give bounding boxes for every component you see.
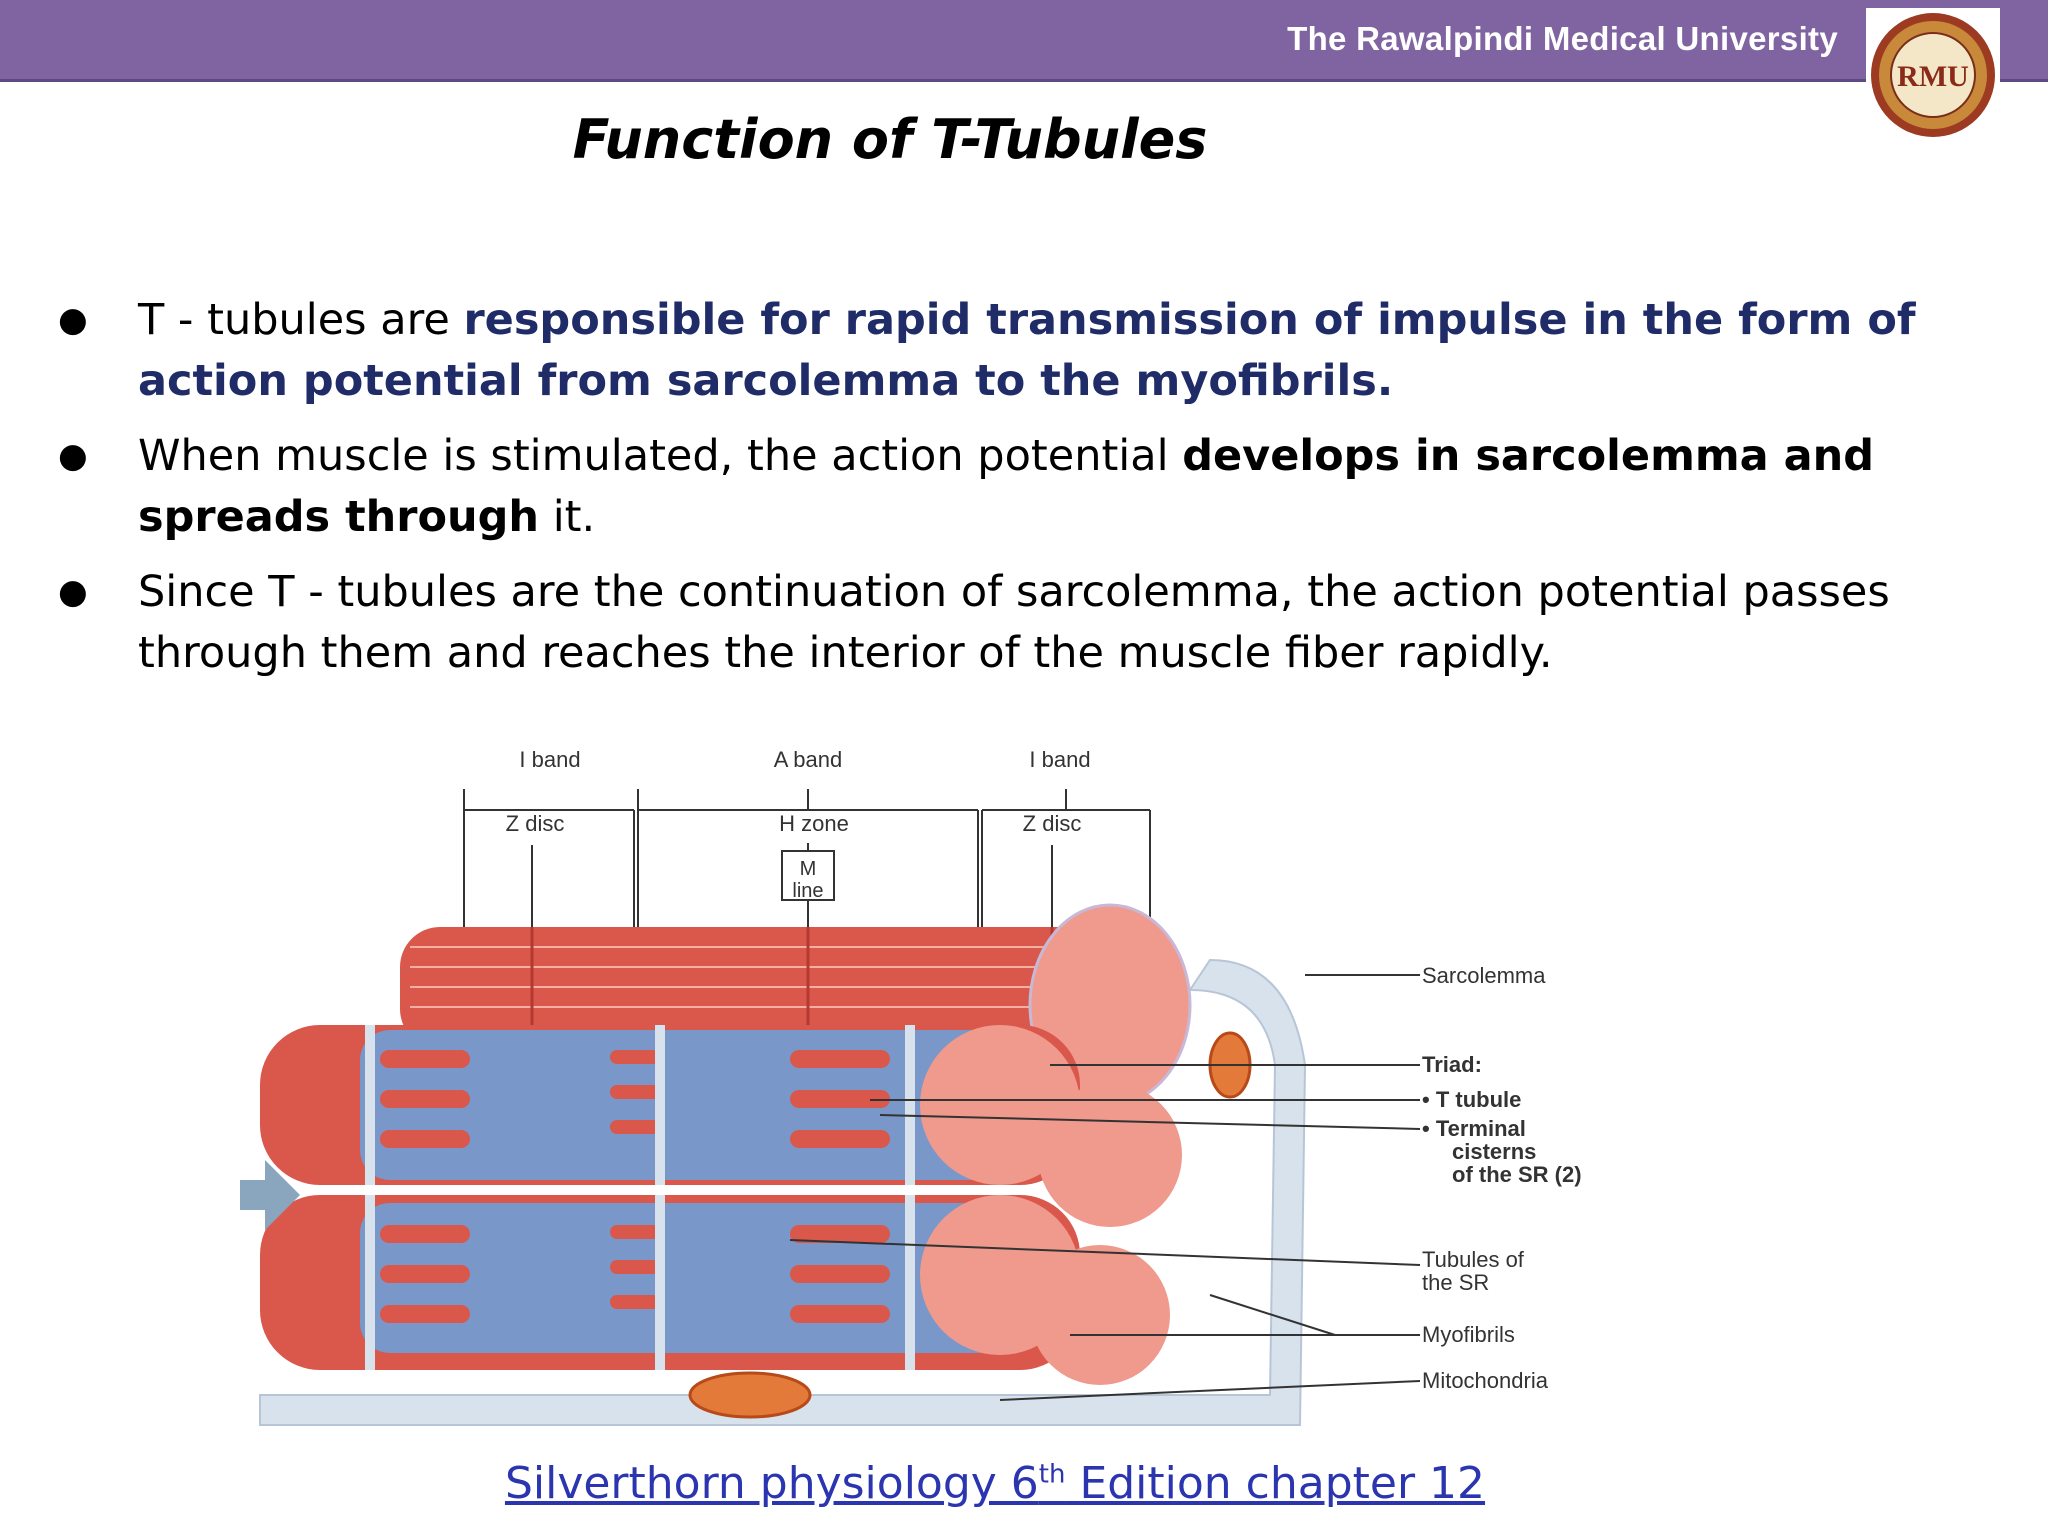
sarcolemma-label: Sarcolemma <box>1422 963 1546 988</box>
bullet-1-text: T - tubules are <box>138 295 464 345</box>
bullet-icon: ● <box>58 436 88 476</box>
bullet-2-tail: it. <box>539 492 596 542</box>
bullet-item-3: ● Since T - tubules are the continuation… <box>58 562 2008 684</box>
m-line-label-1: M <box>800 858 817 880</box>
t-tubule-label: • T tubule <box>1422 1087 1521 1112</box>
university-logo: RMU <box>1866 8 2000 142</box>
bottom-sr-gaps <box>380 1225 890 1323</box>
bullet-3-tail: Since T - tubules are the continuation o… <box>138 567 1890 678</box>
a-band-label: A band <box>774 747 843 772</box>
logo-text: RMU <box>1897 60 1969 93</box>
i-band-left-label: I band <box>519 747 580 772</box>
bullet-2-emphasis: develops in sarcolemma and spreads throu… <box>138 431 1875 542</box>
citation-tail: Edition chapter 12 <box>1065 1458 1486 1509</box>
impulse-arrow-icon <box>240 1160 300 1230</box>
tubules-sr-label-2: the SR <box>1422 1270 1489 1295</box>
label-leader-lines <box>789 974 1421 1401</box>
sarcolemma-sheath <box>259 958 1307 1426</box>
page-title: Function of T-Tubules <box>572 108 1208 171</box>
mitochondrion-icon <box>688 1371 812 1419</box>
bullet-icon: ● <box>58 572 88 612</box>
m-line-label-2: line <box>792 880 823 902</box>
bottom-cross-section-2 <box>1030 1245 1170 1385</box>
bullet-item-1: ● T - tubules are responsible for rapid … <box>58 290 2008 412</box>
terminal-cisterns-label-2: cisterns <box>1452 1139 1536 1164</box>
z-disc-left-label: Z disc <box>506 811 565 836</box>
header-bar: The Rawalpindi Medical University <box>0 0 2048 82</box>
bullet-1-emphasis: responsible for rapid transmission of im… <box>138 295 1916 406</box>
myofibrils-label: Myofibrils <box>1422 1322 1515 1347</box>
citation-text: Silverthorn physiology 6 <box>504 1458 1039 1509</box>
h-zone-label: H zone <box>779 811 849 836</box>
mitochondria-label: Mitochondria <box>1422 1368 1549 1393</box>
z-disc-right-label: Z disc <box>1023 811 1082 836</box>
bullet-icon: ● <box>58 300 88 340</box>
terminal-cisterns-label-1: • Terminal <box>1422 1116 1526 1141</box>
citation-link[interactable]: Silverthorn physiology 6th Edition chapt… <box>0 1458 1990 1509</box>
terminal-cisterns-label-3: of the SR (2) <box>1452 1162 1582 1187</box>
bottom-t-tubules <box>365 1195 915 1370</box>
bullet-item-2: ● When muscle is stimulated, the action … <box>58 426 2008 548</box>
muscle-fiber-diagram: I band A band I band Z disc H zone Z dis… <box>240 747 1582 1426</box>
band-brackets <box>463 789 1151 927</box>
middle-t-tubules <box>365 1025 915 1185</box>
i-band-right-label: I band <box>1029 747 1090 772</box>
university-name: The Rawalpindi Medical University <box>1287 20 1838 57</box>
tubules-sr-label-1: Tubules of <box>1422 1247 1525 1272</box>
triad-label: Triad: <box>1422 1052 1482 1077</box>
citation-superscript: th <box>1038 1459 1066 1490</box>
bullet-2-text: When muscle is stimulated, the action po… <box>138 431 1183 481</box>
bullet-list: ● T - tubules are responsible for rapid … <box>58 290 2008 698</box>
middle-sr-gaps <box>380 1050 890 1148</box>
middle-cross-section-2 <box>1038 1083 1182 1227</box>
